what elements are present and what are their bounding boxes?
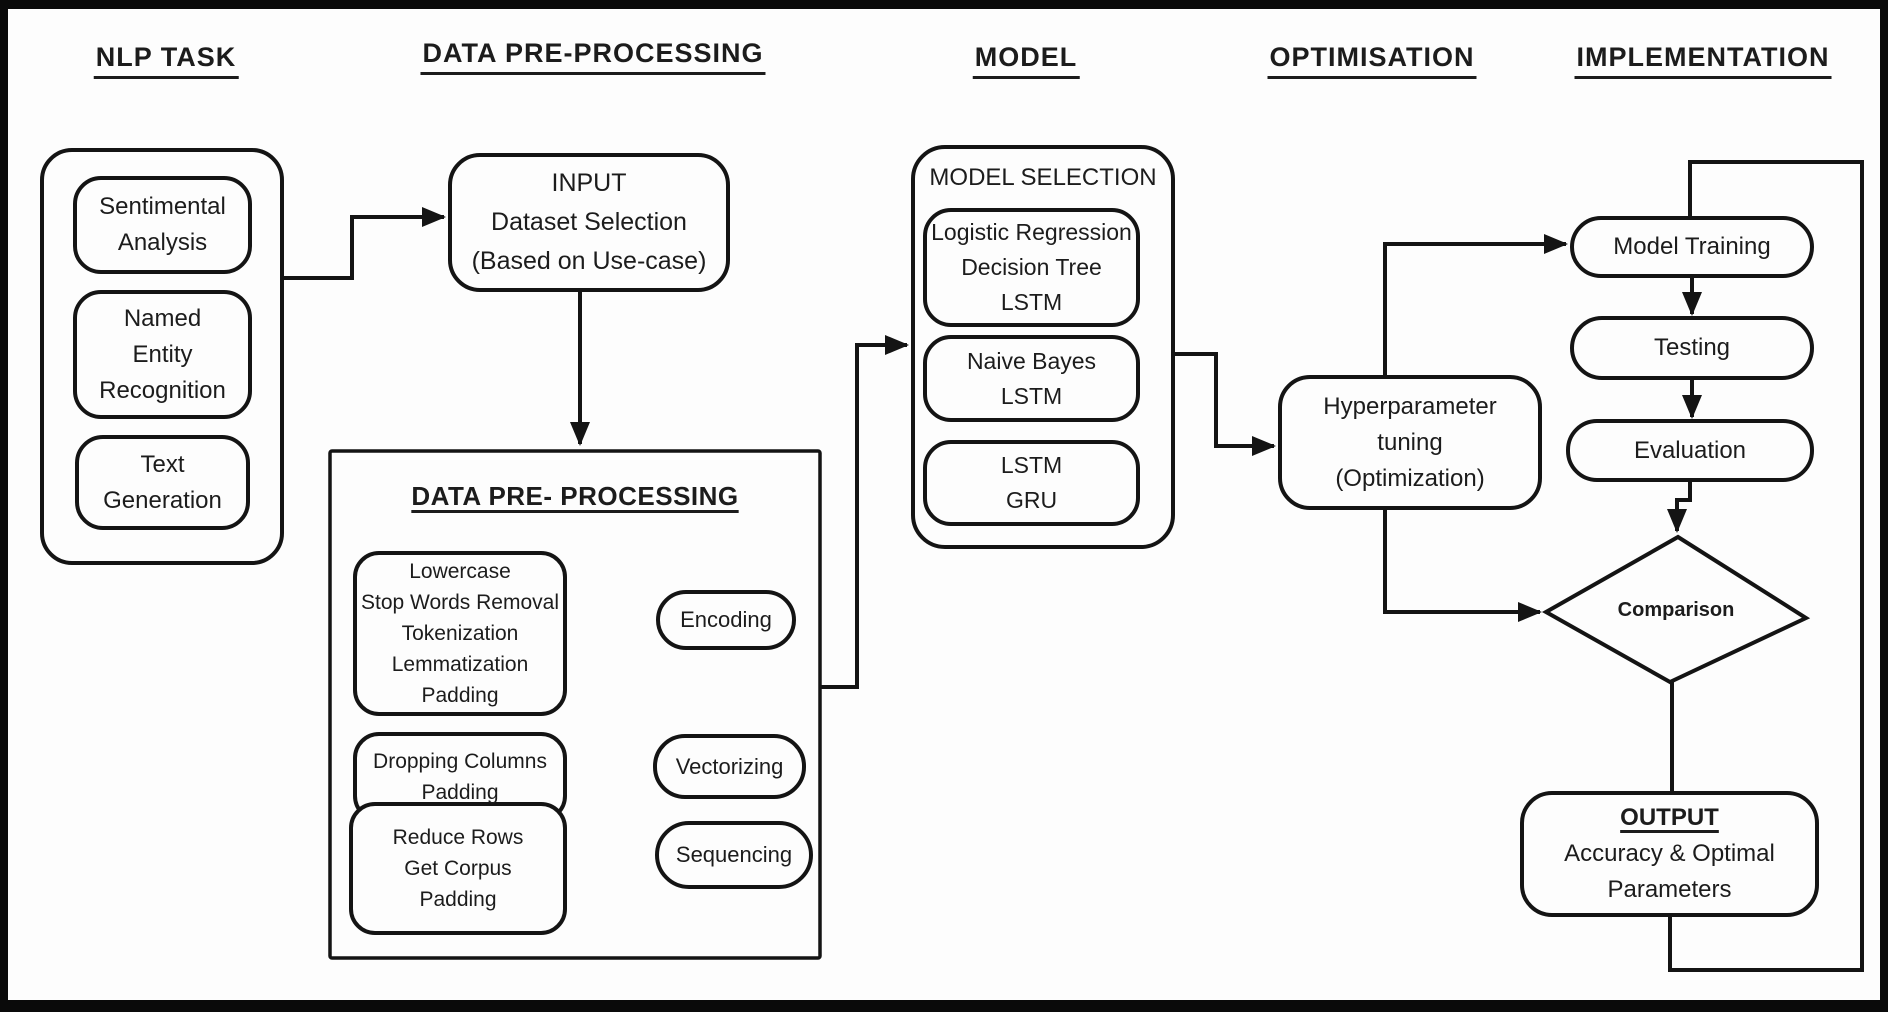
encoding-pill bbox=[656, 590, 796, 650]
connector-nlptask-to-input bbox=[282, 207, 446, 280]
sentimental-analysis-box bbox=[73, 176, 252, 274]
input-dataset-box bbox=[448, 153, 730, 292]
frame-bottom bbox=[0, 1000, 1888, 1012]
header-data-preprocessing: DATA PRE-PROCESSING bbox=[420, 38, 766, 75]
connector-hyperparameter-to-comparison bbox=[1383, 508, 1542, 622]
model-group1-box bbox=[923, 208, 1140, 327]
connector-output-feedback-loop bbox=[1668, 160, 1864, 972]
testing-pill bbox=[1570, 316, 1814, 380]
frame-top bbox=[0, 0, 1888, 9]
frame-left bbox=[0, 0, 8, 1012]
hyperparameter-tuning-box bbox=[1278, 375, 1542, 510]
named-entity-recognition-box bbox=[73, 290, 252, 419]
preprocessing-step1-box bbox=[353, 551, 567, 716]
vectorizing-pill bbox=[653, 734, 806, 799]
model-group2-box bbox=[923, 335, 1140, 422]
evaluation-pill bbox=[1566, 419, 1814, 482]
header-model: MODEL bbox=[972, 42, 1080, 79]
model-training-pill bbox=[1570, 216, 1814, 278]
sequencing-pill bbox=[655, 821, 813, 889]
connector-model-to-hyperparameter bbox=[1173, 352, 1276, 456]
header-nlp-task: NLP TASK bbox=[93, 42, 239, 79]
comparison-diamond bbox=[1541, 534, 1811, 685]
output-box bbox=[1520, 791, 1819, 917]
header-optimisation: OPTIMISATION bbox=[1267, 42, 1477, 79]
preprocessing-step3-box bbox=[349, 802, 567, 935]
header-implementation: IMPLEMENTATION bbox=[1574, 42, 1832, 79]
connector-hyperparameter-to-training bbox=[1383, 234, 1568, 377]
model-group3-box bbox=[923, 440, 1140, 526]
text-generation-box bbox=[75, 435, 250, 530]
connector-evaluation-to-comparison bbox=[1667, 480, 1692, 533]
connector-preprocessing-to-model bbox=[818, 335, 909, 689]
frame-right bbox=[1880, 0, 1888, 1012]
